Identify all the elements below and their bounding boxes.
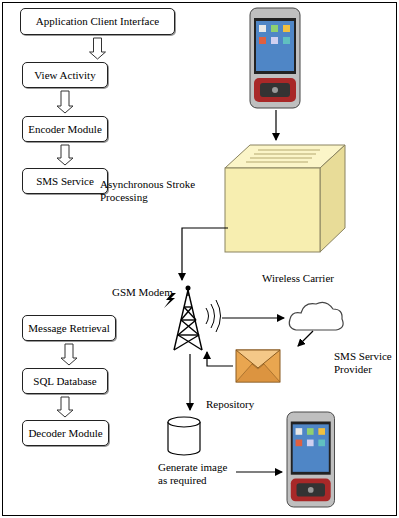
process-box: SMS Service xyxy=(22,168,108,194)
illustration-label: Generate image as required xyxy=(158,461,234,487)
box-text: SQL Database xyxy=(33,375,96,388)
box-text: SMS Service xyxy=(36,175,94,188)
illustration-label: GSM Modem xyxy=(112,286,173,299)
process-box: Encoder Module xyxy=(22,116,108,142)
box-text: Message Retrieval xyxy=(28,322,110,335)
process-box: Message Retrieval xyxy=(22,315,116,341)
illustration-label: Asynchronous Stroke Processing xyxy=(100,178,200,204)
block-arrow xyxy=(90,38,106,59)
block-arrow xyxy=(57,145,73,165)
illustration-label: Repository xyxy=(206,398,254,411)
block-arrow xyxy=(57,91,73,113)
process-box: Decoder Module xyxy=(22,420,109,446)
box-text: Decoder Module xyxy=(28,427,102,440)
block-arrow xyxy=(61,344,77,365)
block-arrow xyxy=(57,397,73,417)
illustration-label: SMS Service Provider xyxy=(334,350,394,376)
process-box: SQL Database xyxy=(22,368,108,394)
process-box: Application Client Interface xyxy=(20,8,175,35)
process-box: View Activity xyxy=(22,62,108,88)
illustration-label: Wireless Carrier xyxy=(262,272,334,285)
box-text: View Activity xyxy=(34,69,95,82)
box-text: Encoder Module xyxy=(28,123,102,136)
box-text: Application Client Interface xyxy=(36,15,159,28)
